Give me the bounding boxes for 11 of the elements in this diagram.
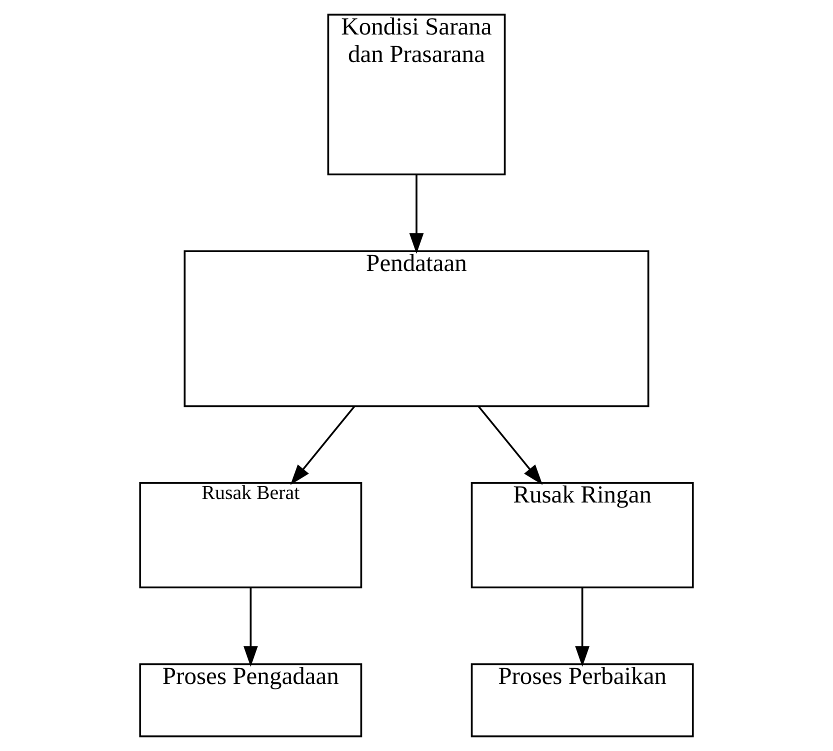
node-box: Proses Pengadaan xyxy=(139,663,362,738)
node-box: Pendataan xyxy=(184,250,650,408)
node-box: Rusak Ringan xyxy=(470,482,694,588)
node-box: Kondisi Sarana dan Prasarana xyxy=(327,14,506,176)
node-box: Rusak Berat xyxy=(139,482,362,588)
arrow xyxy=(290,406,355,485)
node-box: Proses Perbaikan xyxy=(470,663,694,738)
arrow xyxy=(478,406,543,485)
arrow xyxy=(243,588,258,667)
arrow xyxy=(409,174,424,254)
arrow xyxy=(575,588,590,667)
